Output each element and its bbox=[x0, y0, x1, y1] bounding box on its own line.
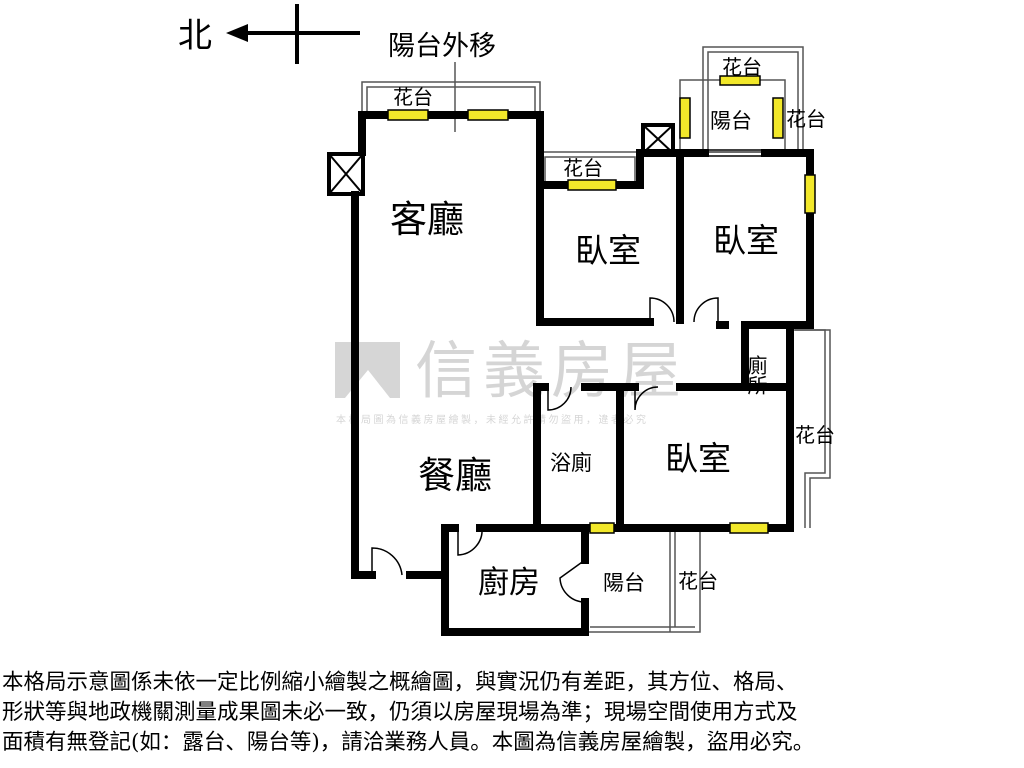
room-toilet: 廁所 bbox=[744, 355, 768, 395]
doors bbox=[371, 149, 765, 603]
room-dining: 餐廳 bbox=[418, 454, 492, 497]
room-balcony-bottom: 陽台 bbox=[603, 571, 645, 595]
room-bedroom-1: 臥室 bbox=[575, 231, 641, 270]
disclaimer-line: 本格局示意圖係未依一定比例縮小繪製之概繪圖，與實況仍有差距，其方位、格局、 bbox=[2, 670, 798, 695]
room-living: 客廳 bbox=[390, 198, 464, 241]
north-arrow: 北 bbox=[178, 4, 360, 64]
room-labels: 客廳 臥室 臥室 臥室 餐廳 浴廁 廚房 廁所 陽台 陽台 花台 花台 花台 花… bbox=[390, 55, 835, 601]
disclaimer-line: 面積有無登記(如：露台、陽台等)，請洽業務人員。本圖為信義房屋繪製，盜用必究。 bbox=[2, 730, 815, 755]
room-kitchen: 廚房 bbox=[478, 565, 540, 601]
floor-plan: 信義房屋 本格局圖為信義房屋繪製，未經允許請勿盜用，違者必究 北 陽台外移 bbox=[178, 4, 835, 636]
watermark-notice: 本格局圖為信義房屋繪製，未經允許請勿盜用，違者必究 bbox=[336, 413, 649, 426]
planter-bottom: 花台 bbox=[678, 569, 718, 593]
shaft-icon bbox=[327, 123, 675, 196]
planter-right: 花台 bbox=[795, 423, 835, 447]
brand-logo-icon bbox=[335, 342, 400, 398]
room-bathroom: 浴廁 bbox=[550, 451, 592, 475]
walls bbox=[351, 111, 814, 636]
planter-right-top: 花台 bbox=[786, 107, 826, 131]
disclaimer-line: 形狀等與地政機關測量成果圖未必一致，仍須以房屋現場為準；現場空間使用方式及 bbox=[2, 700, 798, 725]
room-balcony-top: 陽台 bbox=[710, 109, 752, 133]
room-bedroom-3: 臥室 bbox=[665, 439, 731, 478]
room-bedroom-2: 臥室 bbox=[713, 221, 779, 260]
planter-bedroom: 花台 bbox=[563, 156, 603, 180]
windows bbox=[387, 75, 816, 534]
balcony-moved-annotation: 陽台外移 bbox=[388, 31, 496, 62]
planter-top: 花台 bbox=[722, 55, 762, 79]
planter-living: 花台 bbox=[393, 85, 433, 109]
disclaimer-notes: 本格局示意圖係未依一定比例縮小繪製之概繪圖，與實況仍有差距，其方位、格局、 形狀… bbox=[2, 668, 1022, 758]
north-label: 北 bbox=[178, 16, 212, 56]
watermark: 信義房屋 本格局圖為信義房屋繪製，未經允許請勿盜用，違者必究 bbox=[335, 334, 687, 426]
watermark-brand: 信義房屋 bbox=[415, 334, 687, 407]
